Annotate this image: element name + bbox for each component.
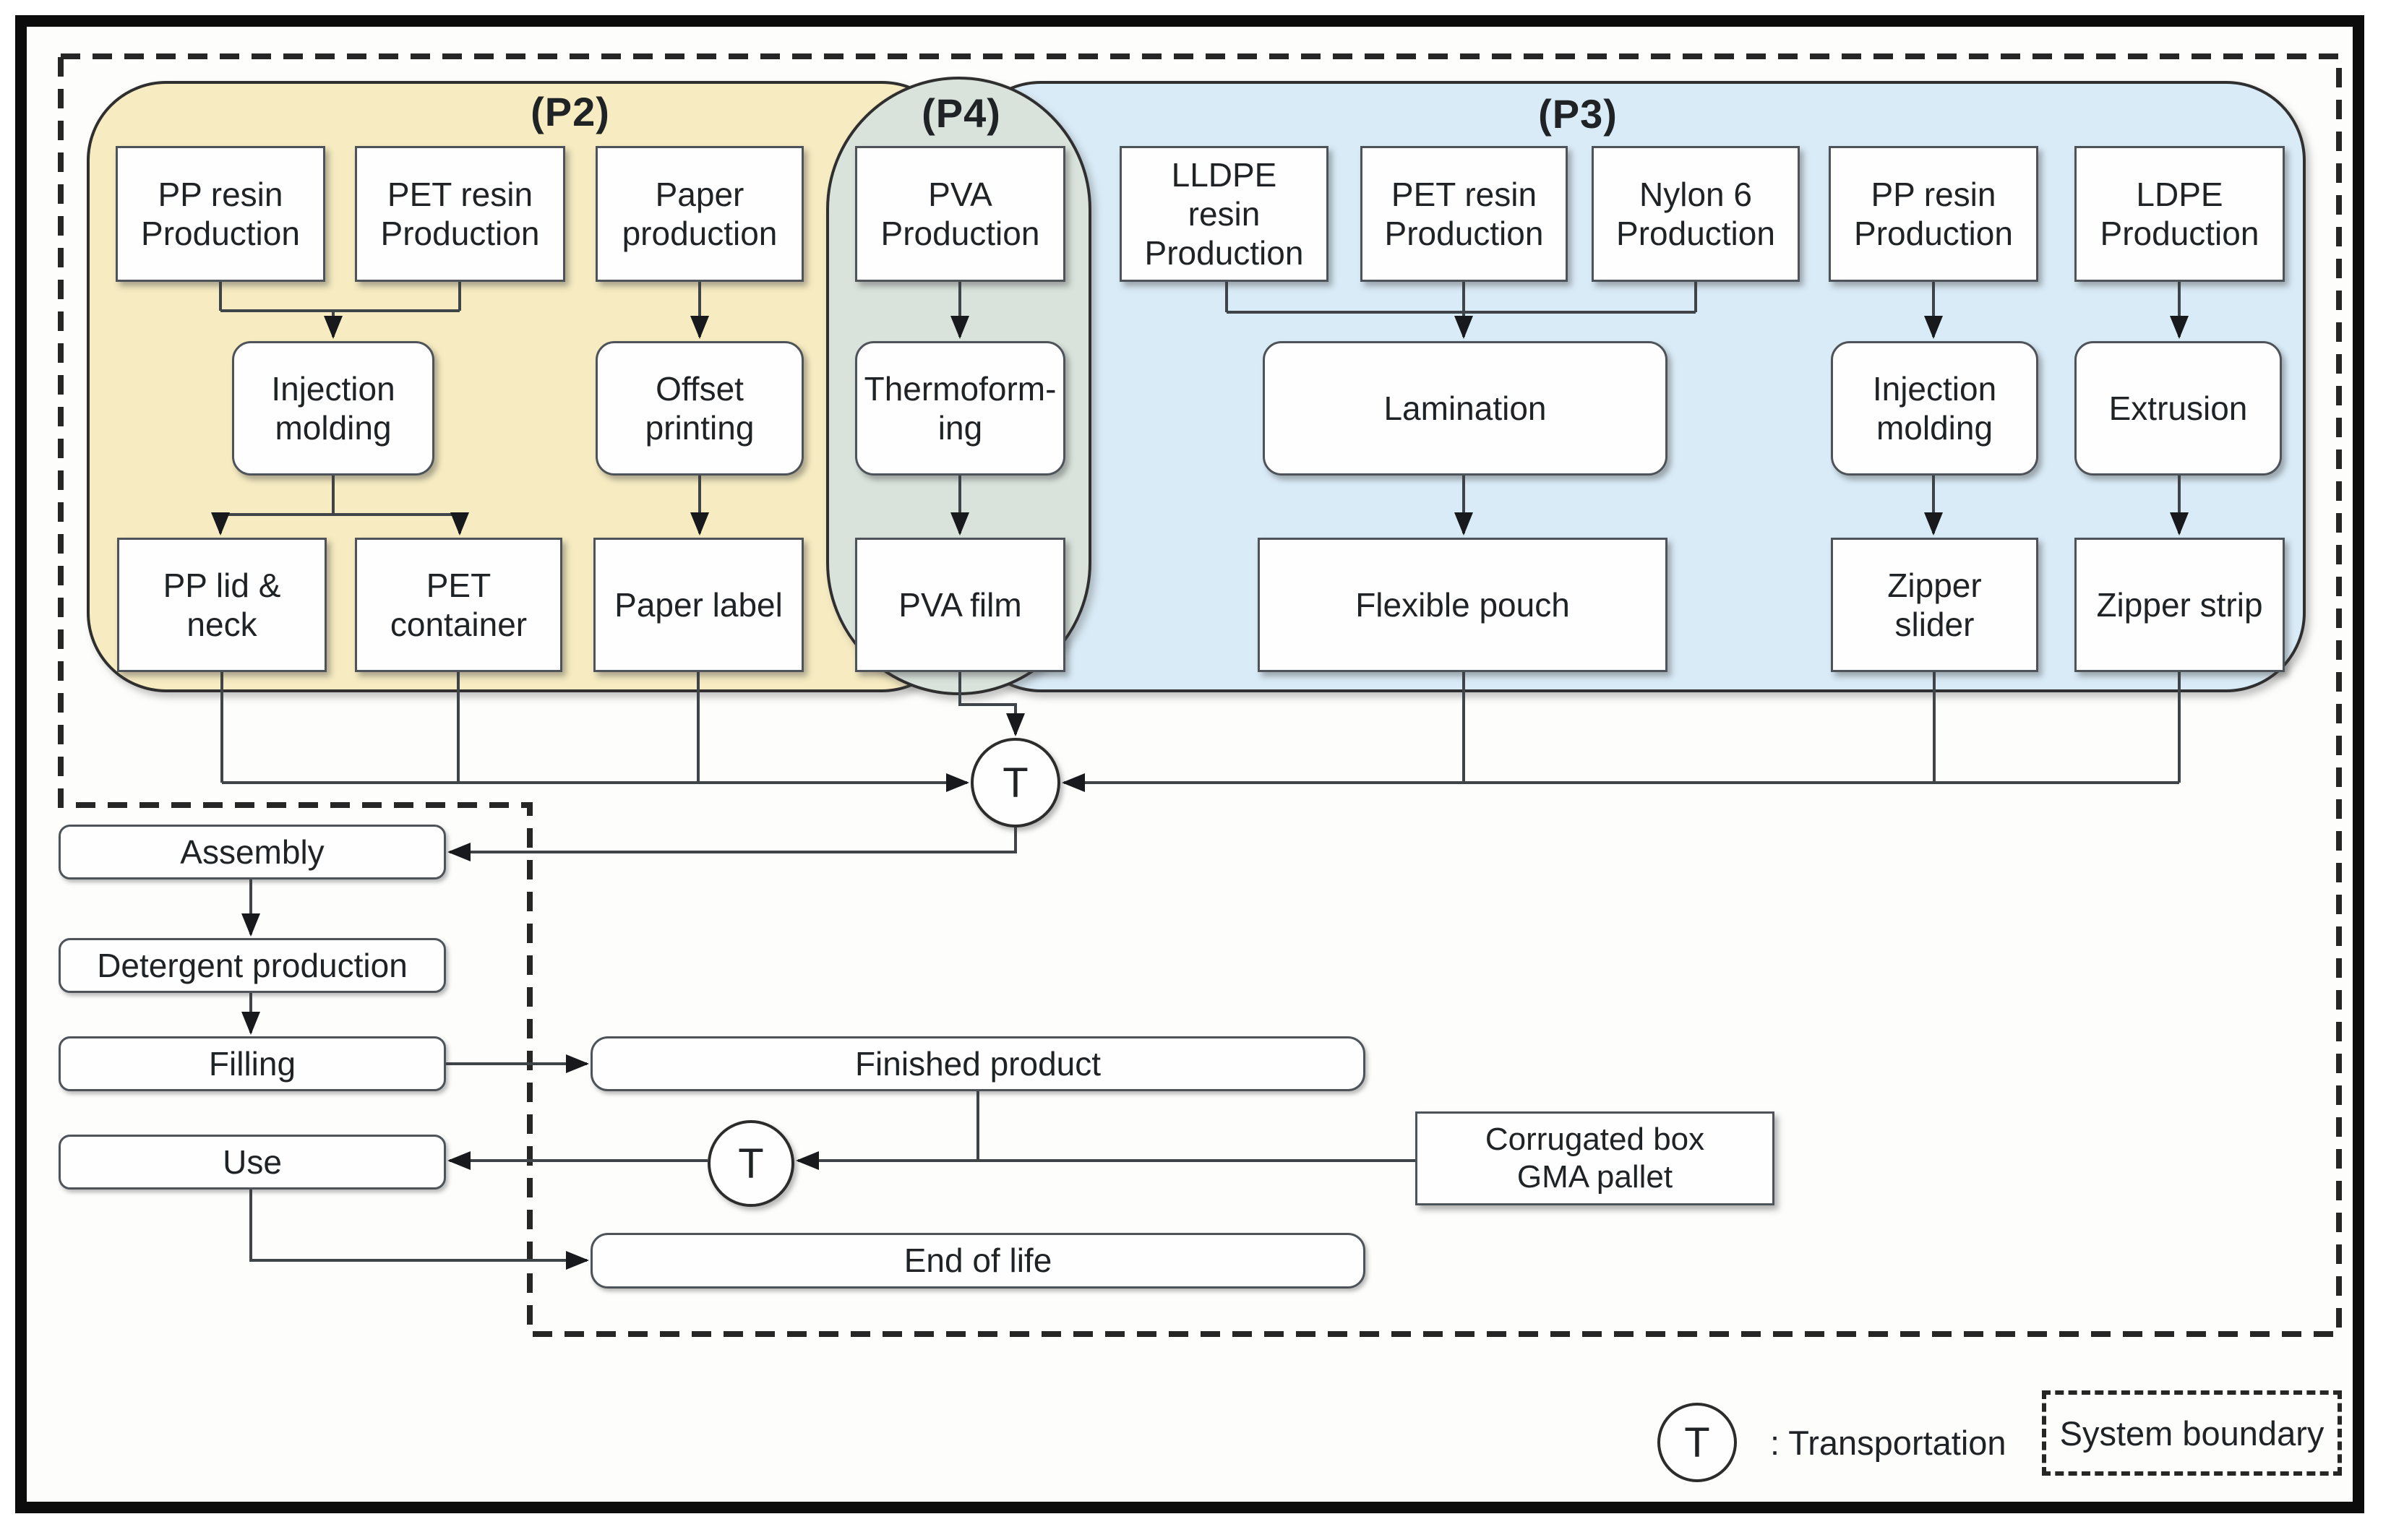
node-pp-resin-production-p3: PP resin Production [1829, 146, 2038, 282]
node-ldpe-production: LDPE Production [2074, 146, 2285, 282]
node-injection-molding-p3: Injection molding [1831, 341, 2038, 476]
node-lamination: Lamination [1263, 341, 1667, 476]
node-extrusion: Extrusion [2074, 341, 2282, 476]
node-assembly: Assembly [59, 825, 446, 879]
flow-arrows [211, 282, 2189, 1270]
node-injection-molding-p2: Injection molding [232, 341, 434, 476]
legend-system-boundary: System boundary [2042, 1390, 2342, 1476]
node-end-of-life: End of life [591, 1233, 1365, 1289]
node-corrugated-box-gma-pallet: Corrugated box GMA pallet [1415, 1111, 1774, 1205]
node-pva-production: PVA Production [855, 146, 1065, 282]
node-detergent-production: Detergent production [59, 938, 446, 993]
node-pp-resin-production-p2: PP resin Production [116, 146, 325, 282]
node-filling: Filling [59, 1036, 446, 1091]
node-zipper-slider: Zipper slider [1831, 538, 2038, 672]
node-finished-product: Finished product [591, 1036, 1365, 1091]
node-flexible-pouch: Flexible pouch [1258, 538, 1667, 672]
transport-circle-distribution: T [708, 1120, 794, 1207]
node-offset-printing: Offset printing [596, 341, 804, 476]
node-pp-lid-neck: PP lid & neck [117, 538, 327, 672]
legend-transport-icon: T [1657, 1403, 1737, 1482]
legend-system-boundary-label: System boundary [2059, 1414, 2325, 1453]
node-zipper-strip: Zipper strip [2074, 538, 2285, 672]
transport-circle-main: T [971, 738, 1060, 827]
node-nylon6-production: Nylon 6 Production [1592, 146, 1800, 282]
node-pva-film: PVA film [855, 538, 1065, 672]
region-label-p4: (P4) [922, 90, 1001, 136]
node-pet-resin-production-p2: PET resin Production [355, 146, 565, 282]
node-use: Use [59, 1135, 446, 1190]
region-label-p2: (P2) [531, 89, 610, 134]
node-pet-resin-production-p3: PET resin Production [1360, 146, 1568, 282]
node-paper-label: Paper label [593, 538, 804, 672]
node-pet-container: PET container [355, 538, 562, 672]
node-paper-production: Paper production [596, 146, 804, 282]
node-lldpe-resin-production: LLDPE resin Production [1120, 146, 1328, 282]
system-boundary-outline [58, 53, 2342, 1337]
legend-transportation-label: : Transportation [1770, 1424, 2006, 1462]
node-thermoforming: Thermoform- ing [855, 341, 1065, 476]
region-label-p3: (P3) [1538, 91, 1618, 137]
flow-lines [219, 282, 2181, 1161]
